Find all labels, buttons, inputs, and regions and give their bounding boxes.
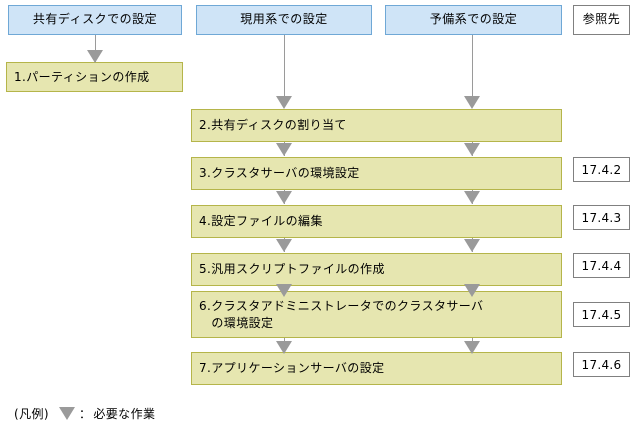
reference-box-task-5: 17.4.4 xyxy=(573,253,630,278)
arrow-head-standby-task-6 xyxy=(464,284,480,297)
arrow-head-standby-task-3 xyxy=(464,143,480,156)
arrow-head-active-task-4 xyxy=(276,191,292,204)
reference-value: 17.4.3 xyxy=(581,210,622,225)
column-header-label: 共有ディスクでの設定 xyxy=(32,12,158,27)
legend-separator: ： xyxy=(78,407,92,421)
down-triangle-icon xyxy=(58,407,75,420)
task-label: 7.アプリケーションサーバの設定 xyxy=(199,361,385,375)
arrow-head-active-task-2 xyxy=(276,96,292,109)
arrow-head-standby-task-4 xyxy=(464,191,480,204)
legend: (凡例) ： 必要な作業 xyxy=(14,405,155,422)
arrow-head-active-task-5 xyxy=(276,239,292,252)
arrow-head-active-task-7 xyxy=(276,341,292,354)
arrow-head-active-task-3 xyxy=(276,143,292,156)
reference-value: 17.4.4 xyxy=(581,258,622,273)
task-label: 1.パーティションの作成 xyxy=(14,69,150,84)
task-box-6: 6.クラスタアドミニストレータでのクラスタサーバ の環境設定 xyxy=(191,291,562,338)
task-box-3: 3.クラスタサーバの環境設定 xyxy=(191,157,562,190)
connector-line-active-to-task-2 xyxy=(284,35,285,107)
reference-box-task-3: 17.4.2 xyxy=(573,157,630,182)
task-label: 6.クラスタアドミニストレータでのクラスタサーバ の環境設定 xyxy=(199,298,484,330)
reference-box-task-7: 17.4.6 xyxy=(573,352,630,377)
reference-value: 17.4.5 xyxy=(581,307,622,322)
column-header-label: 参照先 xyxy=(582,12,621,27)
arrow-head-active-task-6 xyxy=(276,284,292,297)
column-header-label: 予備系での設定 xyxy=(429,12,518,27)
column-header-shared-disk: 共有ディスクでの設定 xyxy=(8,5,182,35)
reference-value: 17.4.2 xyxy=(581,162,622,177)
arrow-head-to-task-1 xyxy=(87,50,103,63)
arrow-head-standby-task-7 xyxy=(464,341,480,354)
task-label: 4.設定ファイルの編集 xyxy=(199,214,323,228)
legend-description: 必要な作業 xyxy=(93,407,156,421)
connector-line-standby-to-task-2 xyxy=(472,35,473,107)
column-header-standby-system: 予備系での設定 xyxy=(385,5,562,35)
task-label: 5.汎用スクリプトファイルの作成 xyxy=(199,262,385,276)
task-label: 2.共有ディスクの割り当て xyxy=(199,118,347,132)
column-header-active-system: 現用系での設定 xyxy=(196,5,372,35)
column-header-reference: 参照先 xyxy=(573,5,630,35)
legend-prefix: (凡例) xyxy=(14,407,49,421)
reference-box-task-4: 17.4.3 xyxy=(573,205,630,230)
task-box-7: 7.アプリケーションサーバの設定 xyxy=(191,352,562,385)
connector-line-shared-disk xyxy=(95,35,96,62)
reference-value: 17.4.6 xyxy=(581,357,622,372)
task-box-5: 5.汎用スクリプトファイルの作成 xyxy=(191,253,562,286)
task-box-2: 2.共有ディスクの割り当て xyxy=(191,109,562,142)
task-label: 3.クラスタサーバの環境設定 xyxy=(199,166,360,180)
arrow-head-standby-task-5 xyxy=(464,239,480,252)
task-box-4: 4.設定ファイルの編集 xyxy=(191,205,562,238)
column-header-label: 現用系での設定 xyxy=(240,12,328,27)
reference-box-task-6: 17.4.5 xyxy=(573,302,630,327)
arrow-head-standby-task-2 xyxy=(464,96,480,109)
task-box-1: 1.パーティションの作成 xyxy=(6,62,183,92)
